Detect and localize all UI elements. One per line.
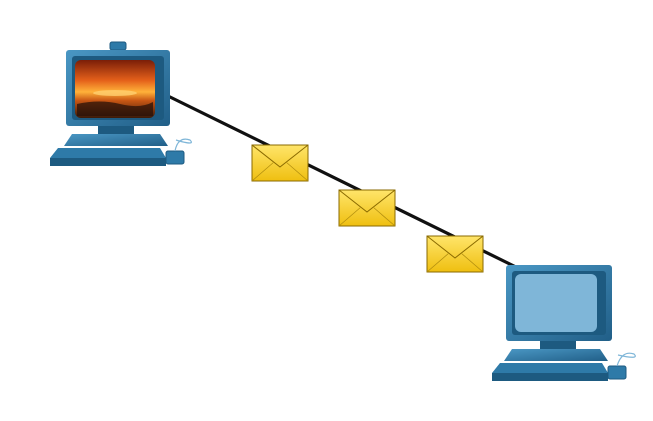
screen-blank bbox=[515, 274, 597, 332]
message-envelope bbox=[251, 144, 309, 182]
envelope-icon bbox=[426, 235, 484, 273]
envelope-icon bbox=[338, 189, 396, 227]
source-computer[interactable] bbox=[50, 41, 192, 166]
message-envelope bbox=[338, 189, 396, 227]
mouse-icon bbox=[165, 150, 185, 165]
desktop-computer-icon bbox=[492, 265, 636, 381]
mouse-icon bbox=[607, 365, 627, 380]
desktop-computer-icon bbox=[50, 50, 192, 166]
destination-computer[interactable] bbox=[492, 265, 636, 381]
envelope-icon bbox=[251, 144, 309, 182]
message-envelope bbox=[426, 235, 484, 273]
webcam-icon bbox=[109, 41, 127, 51]
